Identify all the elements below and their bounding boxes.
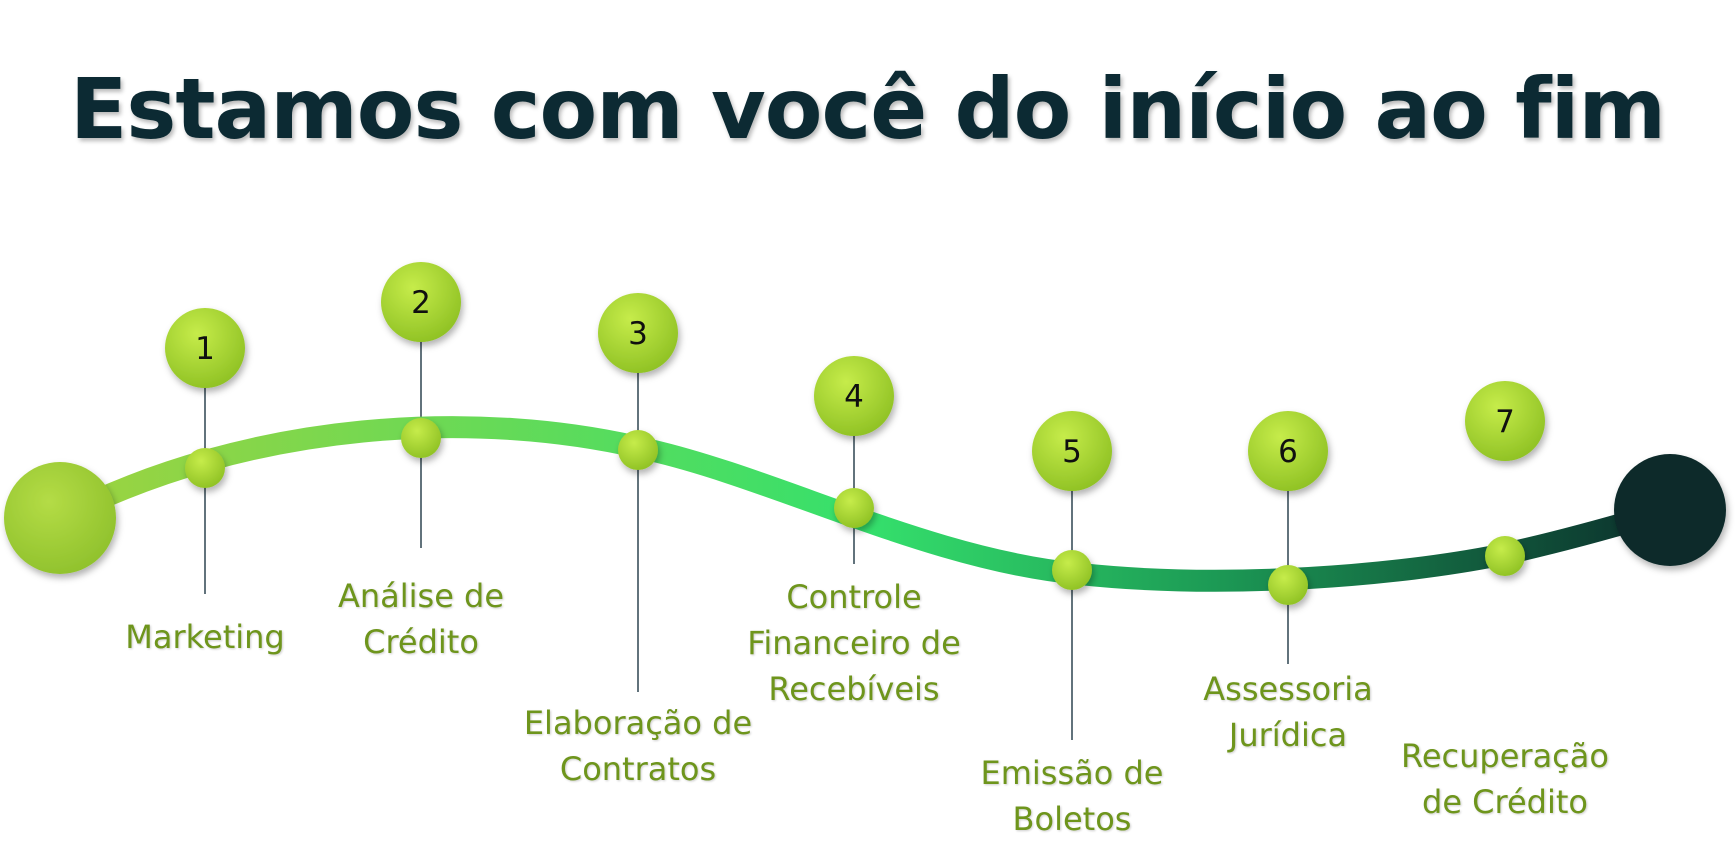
step-label-line: Marketing: [125, 618, 285, 656]
step-4-number: 4: [844, 379, 864, 415]
step-label-line: de Crédito: [1422, 783, 1588, 821]
step-label-line: Recebíveis: [768, 670, 940, 708]
step-1-path-dot: [185, 448, 225, 488]
step-6-path-dot: [1268, 565, 1308, 605]
step-1-label: Marketing: [55, 614, 355, 660]
step-label-line: Boletos: [1012, 800, 1132, 838]
page-title: Estamos com você do início ao fim: [70, 60, 1666, 158]
step-label-line: Elaboração de: [523, 704, 753, 742]
step-label-line: Emissão de: [980, 754, 1164, 792]
step-2-path-dot: [401, 418, 441, 458]
step-1-number: 1: [195, 331, 215, 367]
step-label-line: Financeiro de: [747, 624, 961, 662]
step-2-bubble: [381, 262, 461, 342]
step-6-bubble: [1248, 411, 1328, 491]
step-3-number: 3: [628, 316, 648, 352]
step-label-line: Assessoria: [1203, 670, 1373, 708]
step-1-bubble: [165, 308, 245, 388]
step-7-bubble: [1465, 381, 1545, 461]
step-label-line: Controle: [786, 578, 922, 616]
step-2-number: 2: [411, 285, 431, 321]
step-5-path-dot: [1052, 550, 1092, 590]
step-5-number: 5: [1062, 434, 1082, 470]
step-label-line: Crédito: [363, 623, 479, 661]
step-5-bubble: [1032, 411, 1112, 491]
step-6-number: 6: [1278, 434, 1298, 470]
step-4-path-dot: [834, 488, 874, 528]
step-label-line: Jurídica: [1228, 716, 1348, 754]
step-7-label: Recuperação de Crédito: [1355, 733, 1655, 825]
step-2-label: Análise de Crédito: [271, 573, 571, 665]
step-3-path-dot: [618, 430, 658, 470]
step-label-line: Recuperação: [1401, 737, 1609, 775]
end-node: [1614, 454, 1726, 566]
step-3-bubble: [598, 293, 678, 373]
step-7-number: 7: [1495, 404, 1515, 440]
step-label-line: Análise de: [337, 577, 505, 615]
start-node: [4, 462, 116, 574]
step-3-label: Elaboração de Contratos: [488, 700, 788, 792]
step-7-path-dot: [1485, 536, 1525, 576]
step-label-line: Contratos: [559, 750, 717, 788]
step-5-label: Emissão de Boletos: [922, 750, 1222, 842]
step-4-bubble: [814, 356, 894, 436]
